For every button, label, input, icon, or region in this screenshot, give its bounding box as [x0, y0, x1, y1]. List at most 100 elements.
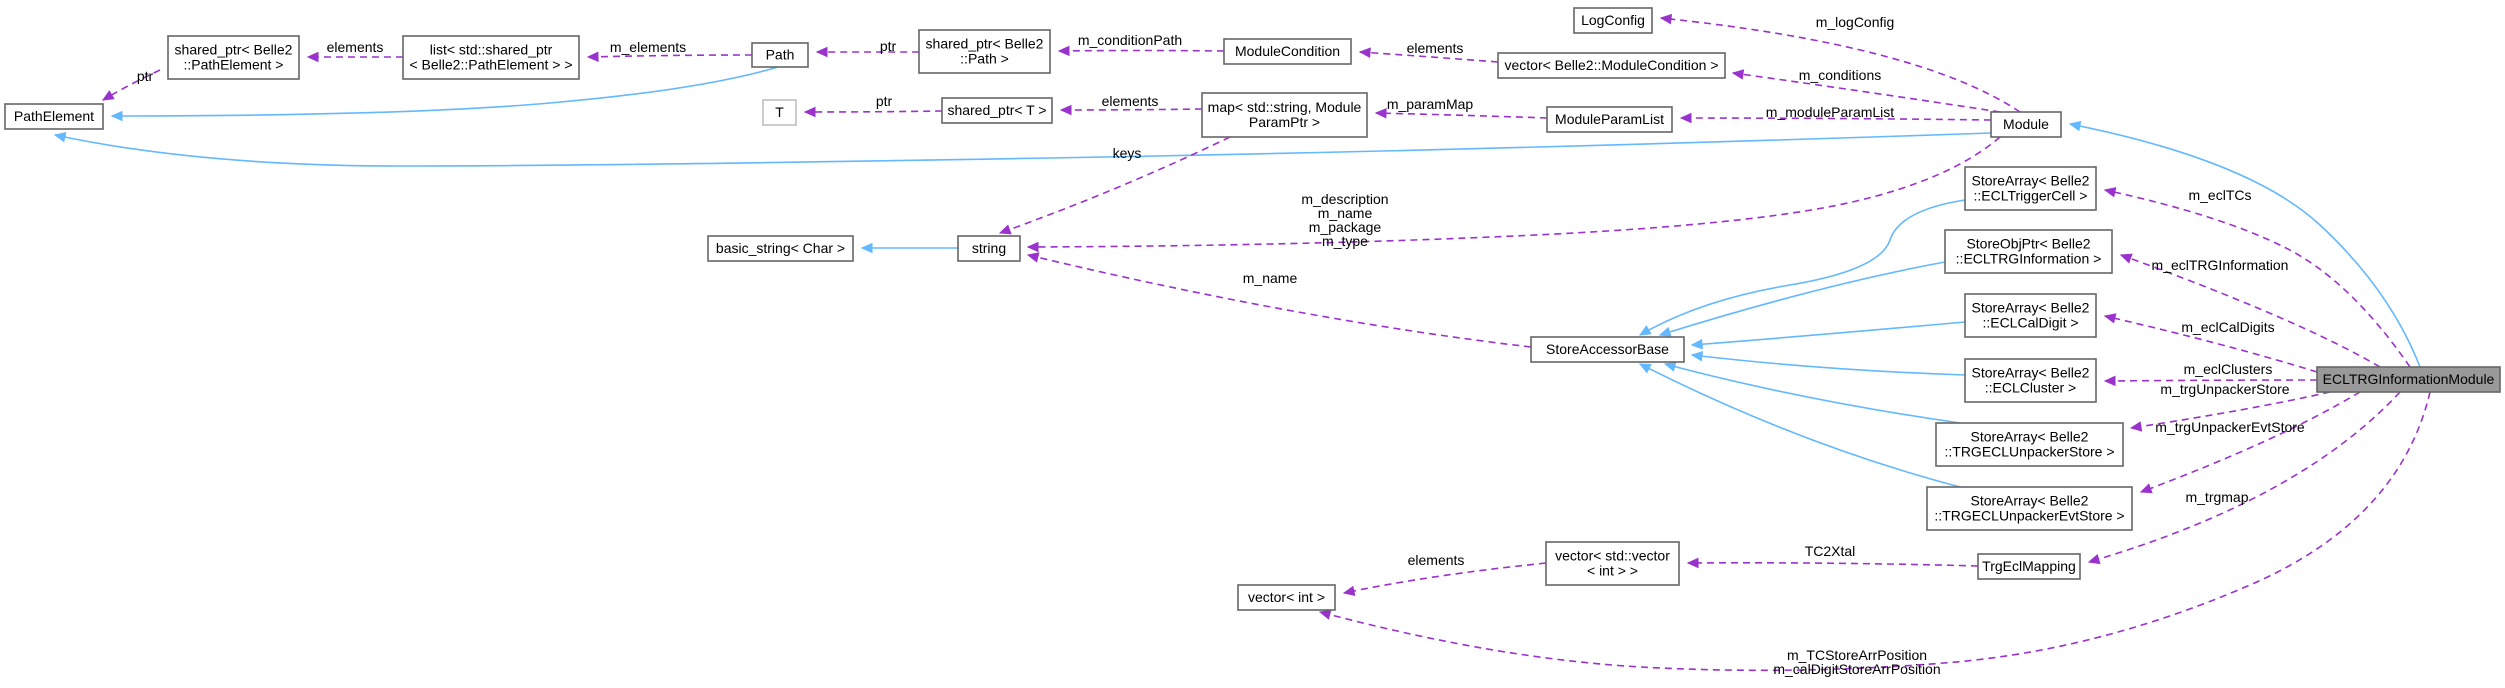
usage-edge: m_name	[1026, 252, 1532, 348]
edge-line	[1060, 108, 1203, 111]
edge-arrowhead	[306, 51, 319, 63]
class-node-ecltrginformationmodule[interactable]: ECLTRGInformationModule	[2316, 366, 2501, 393]
usage-edge: ptr	[803, 93, 943, 118]
class-node-sa-trgeclunpackerevtstore[interactable]: StoreArray< Belle2::TRGECLUnpackerEvtSto…	[1926, 486, 2133, 531]
edge-line	[1343, 562, 1547, 594]
edge-line	[1375, 112, 1548, 119]
node-label: StoreAccessorBase	[1546, 341, 1669, 357]
edge-arrowhead	[1057, 45, 1070, 57]
node-box	[1573, 7, 1653, 34]
class-node-list-sp-pathelement[interactable]: list< std::shared_ptr< Belle2::PathEleme…	[402, 35, 580, 80]
edge-arrowhead	[2068, 120, 2082, 132]
inheritance-edge	[860, 242, 958, 254]
edge-line	[1659, 261, 1946, 336]
edge-arrowhead	[1059, 104, 1072, 116]
inheritance-edge	[110, 66, 779, 122]
class-node-sa-eclcluster[interactable]: StoreArray< Belle2::ECLCluster >	[1964, 358, 2097, 403]
usage-edge: m_conditionPath	[1057, 32, 1225, 57]
node-label: StoreObjPtr< Belle2	[1966, 236, 2090, 252]
node-label: shared_ptr< Belle2	[926, 36, 1044, 52]
class-node-pathelement[interactable]: PathElement	[4, 103, 104, 130]
class-node-storeaccessorbase[interactable]: StoreAccessorBase	[1530, 336, 1685, 363]
class-node-sa-eclcaldigit[interactable]: StoreArray< Belle2::ECLCalDigit >	[1964, 293, 2097, 338]
node-label: StoreArray< Belle2	[1972, 300, 2090, 316]
edge-line	[1639, 363, 1961, 488]
edge-arrowhead	[2119, 253, 2133, 264]
edge-arrowhead	[1690, 350, 1704, 362]
node-label: vector< int >	[1248, 589, 1325, 605]
edge-arrowhead	[110, 110, 123, 122]
usage-edge: TC2Xtal	[1686, 543, 1979, 569]
class-node-t[interactable]: T	[762, 99, 797, 126]
usage-edge: m_eclTCs	[2103, 187, 2411, 368]
edge-arrowhead	[1342, 585, 1356, 597]
node-box	[1926, 486, 2133, 531]
node-box	[1546, 106, 1673, 133]
edge-arrowhead	[2087, 553, 2101, 565]
class-node-vec-modulecondition[interactable]: vector< Belle2::ModuleCondition >	[1497, 52, 1726, 79]
node-box	[941, 97, 1053, 124]
node-label: list< std::shared_ptr	[430, 42, 553, 58]
node-label: ::PathElement >	[183, 57, 283, 73]
node-label: ::ECLTriggerCell >	[1974, 188, 2088, 204]
class-node-modulecondition[interactable]: ModuleCondition	[1223, 38, 1352, 65]
nodes-layer: PathElement shared_ptr< Belle2::PathEleme…	[4, 7, 2501, 611]
class-node-sa-trgeclunpackerstore[interactable]: StoreArray< Belle2::TRGECLUnpackerStore …	[1935, 422, 2124, 467]
edge-arrowhead	[2129, 421, 2143, 432]
edge-arrowhead	[2103, 187, 2117, 198]
usage-edge: m_trgmap	[2087, 391, 2401, 565]
class-node-module[interactable]: Module	[1990, 111, 2062, 138]
node-box	[957, 235, 1021, 262]
class-node-path[interactable]: Path	[751, 42, 809, 68]
class-node-sop-ecltrginformation[interactable]: StoreObjPtr< Belle2::ECLTRGInformation >	[1944, 229, 2113, 274]
usage-edge: m_elements	[586, 39, 753, 63]
edge-line	[1359, 51, 1499, 63]
edge-arrowhead	[1686, 557, 1699, 569]
edge-label: m_logConfig	[1816, 14, 1895, 30]
node-box	[762, 99, 797, 126]
node-label: StoreArray< Belle2	[1972, 365, 2090, 381]
edge-arrowhead	[2139, 483, 2153, 494]
edge-line	[1691, 321, 1966, 346]
usage-edge: m_paramMap	[1374, 96, 1548, 119]
edge-label: ptr	[876, 93, 893, 109]
edge-line	[804, 110, 943, 113]
edge-line	[102, 69, 161, 101]
class-node-sp-t[interactable]: shared_ptr< T >	[941, 97, 1053, 124]
edge-arrowhead	[1358, 47, 1371, 58]
class-node-vec-int[interactable]: vector< int >	[1237, 584, 1336, 611]
node-box	[1964, 166, 2097, 211]
class-node-basic-string[interactable]: basic_string< Char >	[707, 235, 854, 262]
node-box	[918, 29, 1051, 74]
edge-arrowhead	[2103, 375, 2116, 387]
edge-line	[1687, 562, 1979, 567]
node-box	[1497, 52, 1726, 79]
edge-line	[2104, 189, 2411, 368]
edge-label: m_eclCalDigits	[2181, 319, 2274, 335]
class-node-sa-ecltriggercell[interactable]: StoreArray< Belle2::ECLTriggerCell >	[1964, 166, 2097, 211]
usage-edge: ptr	[101, 68, 161, 101]
class-node-moduleparamlist[interactable]: ModuleParamList	[1546, 106, 1673, 133]
usage-edge: m_eclTRGInformation	[2119, 253, 2381, 368]
edge-label: m_eclClusters	[2184, 361, 2273, 377]
class-node-string[interactable]: string	[957, 235, 1021, 262]
class-node-vec-vec-int[interactable]: vector< std::vector< int > >	[1545, 541, 1680, 586]
edge-label: m_trgUnpackerStore	[2160, 381, 2289, 397]
edge-line	[1732, 72, 2001, 113]
usage-edge: m_moduleParamList	[1679, 104, 1992, 124]
class-node-sp-pathelement[interactable]: shared_ptr< Belle2::PathElement >	[167, 35, 300, 80]
usage-edge: m_trgUnpackerEvtStore	[2139, 391, 2361, 494]
class-node-logconfig[interactable]: LogConfig	[1573, 7, 1653, 34]
class-node-sp-path[interactable]: shared_ptr< Belle2::Path >	[918, 29, 1051, 74]
edge-arrowhead	[815, 46, 828, 58]
class-node-trgeclmapping[interactable]: TrgEclMapping	[1977, 553, 2081, 580]
node-box	[751, 42, 809, 68]
node-label: string	[972, 240, 1006, 256]
node-label: map< std::string, Module	[1208, 99, 1362, 115]
node-label: ::ECLTRGInformation >	[1956, 251, 2102, 267]
edge-line	[2104, 315, 2318, 373]
edge-line	[999, 136, 1231, 234]
edge-label: elements	[1407, 40, 1464, 56]
